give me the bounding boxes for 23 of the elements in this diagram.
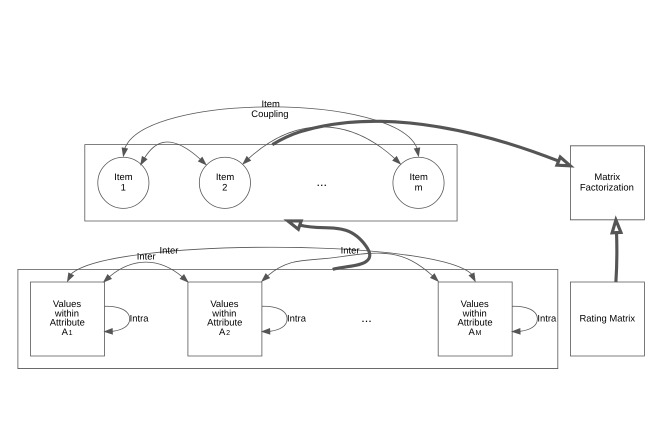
arrow <box>103 305 130 334</box>
label: ... <box>361 310 372 324</box>
arrow <box>102 261 189 282</box>
arrow <box>242 126 402 164</box>
edge-label: Intra <box>287 312 306 324</box>
edge-label: Intra <box>130 312 149 324</box>
arrow <box>511 305 538 334</box>
arrow <box>272 119 575 168</box>
arrow <box>610 214 624 282</box>
cluster <box>84 144 458 221</box>
arrow <box>122 106 420 157</box>
arrow <box>140 141 207 166</box>
arrow <box>283 218 372 270</box>
cluster <box>18 268 558 368</box>
edge-label: Item Coupling <box>251 98 289 120</box>
arrow <box>66 246 476 282</box>
node-box: Rating Matrix <box>570 281 645 356</box>
arrow <box>261 252 440 282</box>
arrow <box>260 305 288 334</box>
edge-label: Intra <box>537 312 556 324</box>
node-box: Matrix Factorization <box>570 144 645 220</box>
label: ... <box>316 174 327 188</box>
edge-label: Inter <box>136 251 156 262</box>
